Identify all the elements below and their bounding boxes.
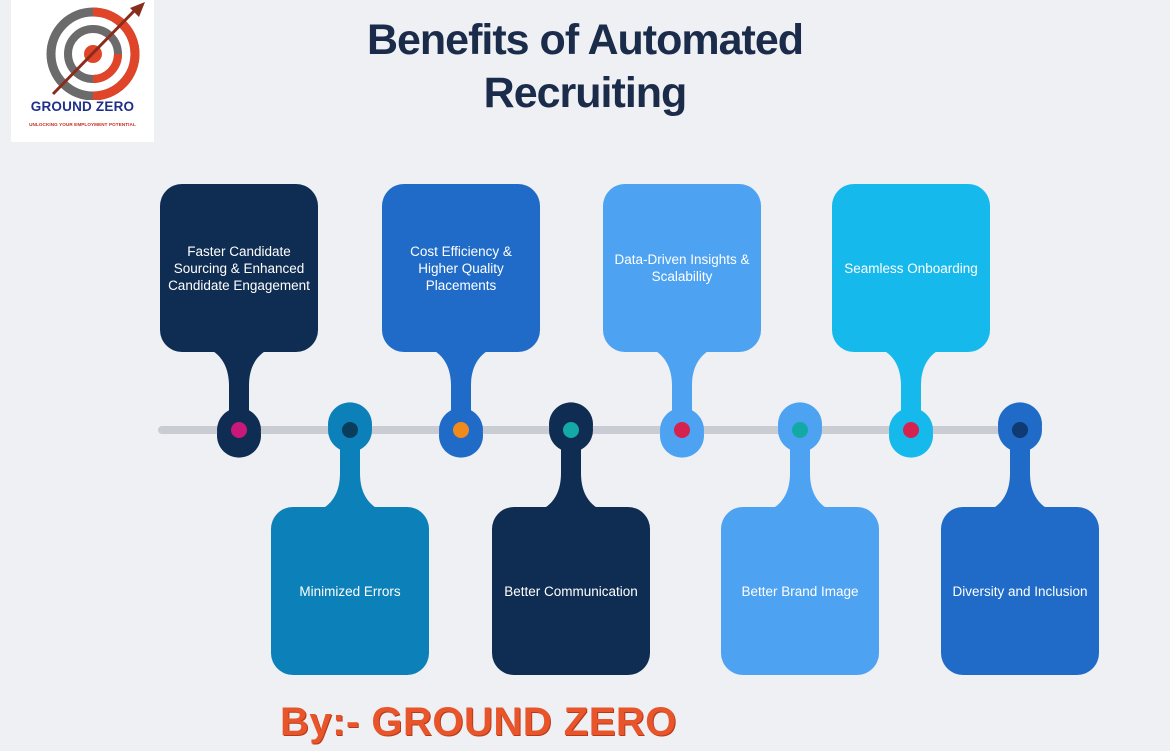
page-title: Benefits of Automated Recruiting bbox=[270, 14, 900, 120]
node-dot bbox=[792, 422, 808, 438]
node-dot bbox=[231, 422, 247, 438]
node-dot bbox=[674, 422, 690, 438]
footer-credit: By:- GROUND ZERO bbox=[280, 700, 677, 744]
benefit-label: Better Communication bbox=[504, 583, 638, 599]
logo-tagline: UNLOCKING YOUR EMPLOYMENT POTENTIAL bbox=[29, 122, 136, 127]
title-line-1: Benefits of Automated bbox=[366, 16, 804, 64]
title-line-2: Recruiting bbox=[483, 69, 688, 117]
benefit-card: Minimized Errors bbox=[271, 507, 429, 675]
benefit-label: Seamless Onboarding bbox=[844, 260, 978, 276]
benefit-card: Seamless Onboarding bbox=[832, 184, 990, 352]
benefit-card: Cost Efficiency & Higher Quality Placeme… bbox=[382, 184, 540, 352]
node-dot bbox=[563, 422, 579, 438]
benefit-card: Better Communication bbox=[492, 507, 650, 675]
benefit-label: Diversity and Inclusion bbox=[952, 583, 1088, 599]
benefit-label: Cost Efficiency & Higher Quality Placeme… bbox=[410, 243, 512, 293]
benefit-card: Diversity and Inclusion bbox=[941, 507, 1099, 675]
benefit-label: Faster Candidate Sourcing & Enhanced Can… bbox=[168, 243, 310, 293]
target-arrow-icon bbox=[46, 2, 145, 100]
node-dot bbox=[1012, 422, 1028, 438]
node-dot bbox=[453, 422, 469, 438]
logo: GROUND ZERO UNLOCKING YOUR EMPLOYMENT PO… bbox=[11, 0, 154, 142]
benefit-card: Better Brand Image bbox=[721, 507, 879, 675]
benefit-card: Data-Driven Insights & Scalability bbox=[603, 184, 761, 352]
benefit-label: Better Brand Image bbox=[741, 583, 859, 599]
logo-name: GROUND ZERO bbox=[30, 99, 135, 114]
benefit-label: Data-Driven Insights & Scalability bbox=[614, 252, 750, 284]
node-dot bbox=[342, 422, 358, 438]
benefit-label: Minimized Errors bbox=[299, 583, 401, 599]
benefit-card: Faster Candidate Sourcing & Enhanced Can… bbox=[160, 184, 318, 352]
node-dot bbox=[903, 422, 919, 438]
